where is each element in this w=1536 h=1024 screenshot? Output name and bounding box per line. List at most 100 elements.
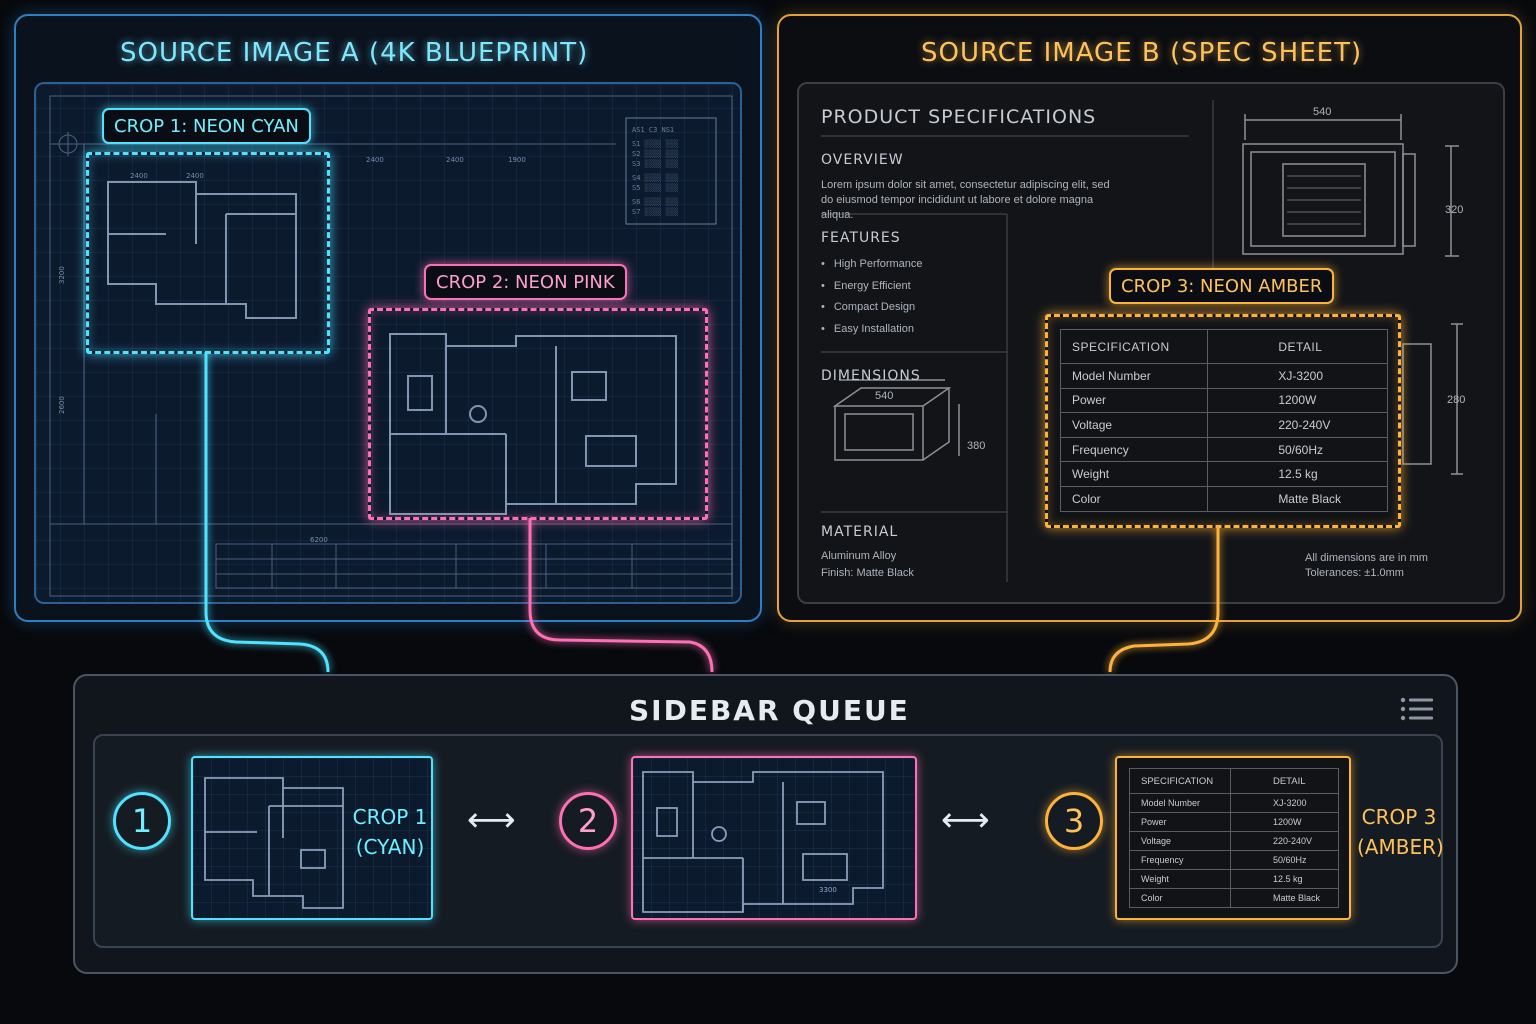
svg-text:S1 ░░░░ ░░░: S1 ░░░░ ░░░ [632, 139, 678, 148]
dimension-note-2: Tolerances: ±1.0mm [1305, 567, 1404, 579]
detail-cell: XJ-3200 [1229, 793, 1340, 813]
dimension-note-1: All dimensions are in mm [1305, 552, 1428, 564]
box-width-label: 540 [875, 390, 894, 402]
spec-cell: Color [1059, 485, 1209, 512]
feature-item: High Performance [821, 258, 923, 280]
queue-label-3-line-1: CROP 3 [1361, 805, 1437, 829]
crop-1-label: CROP 1: NEON CYAN [102, 108, 311, 144]
svg-text:S2 ░░░░ ░░░: S2 ░░░░ ░░░ [632, 149, 678, 158]
dim-label: 1900 [508, 156, 526, 164]
queue-label-1: CROP 1 (CYAN) [345, 802, 431, 862]
spec-cell: Weight [1059, 461, 1209, 487]
queue-number-1: 1 [113, 792, 171, 850]
source-image-b-title: SOURCE IMAGE B (SPEC SHEET) [921, 38, 1363, 68]
crop-3-label: CROP 3: NEON AMBER [1109, 268, 1335, 304]
queue-label-1-line-2: (CYAN) [355, 835, 425, 859]
svg-text:AS1 C3 NS1: AS1 C3 NS1 [632, 126, 674, 134]
features-heading: FEATURES [821, 230, 901, 246]
detail-cell: 1200W [1229, 812, 1340, 832]
svg-text:S3 ░░░░ ░░░: S3 ░░░░ ░░░ [632, 159, 678, 168]
spec-cell: Voltage [1129, 831, 1231, 851]
detail-cell: XJ-3200 [1207, 363, 1388, 389]
spec-cell: Power [1059, 387, 1209, 414]
spec-cell: Weight [1129, 869, 1231, 889]
spec-cell: Voltage [1059, 412, 1209, 438]
overview-heading: OVERVIEW [821, 152, 904, 168]
detail-cell: 220-240V [1207, 412, 1388, 438]
crop-2-region[interactable] [368, 308, 708, 520]
source-image-b-panel: SOURCE IMAGE B (SPEC SHEET) [777, 14, 1522, 622]
crop-2-label: CROP 2: NEON PINK [424, 264, 627, 300]
detail-cell: 1200W [1207, 387, 1388, 414]
drawing-side-height-2: 280 [1447, 394, 1466, 406]
spec-cell: Model Number [1129, 793, 1231, 813]
box-height-label: 380 [967, 440, 986, 452]
sidebar-queue-title: SIDEBAR QUEUE [629, 694, 910, 727]
drawing-side-height-1: 320 [1445, 204, 1464, 216]
material-heading: MATERIAL [821, 524, 899, 540]
spec-cell: Power [1129, 812, 1231, 832]
queue-thumb-1[interactable]: CROP 1 (CYAN) [191, 756, 433, 920]
spec-cell: Model Number [1059, 363, 1209, 389]
sidebar-queue-panel: SIDEBAR QUEUE 1 CROP 1 [73, 674, 1458, 974]
dim-label: 2400 [446, 156, 464, 164]
overview-text: Lorem ipsum dolor sit amet, consectetur … [821, 179, 1110, 221]
detail-cell: Matte Black [1207, 485, 1388, 512]
reorder-arrow-1[interactable]: ⟷ [467, 800, 516, 840]
svg-text:S7 ░░░░ ░░░: S7 ░░░░ ░░░ [632, 207, 678, 216]
svg-text:S6 ░░░░ ░░░: S6 ░░░░ ░░░ [632, 197, 678, 206]
material-line-2: Finish: Matte Black [821, 567, 914, 579]
crop-1-region[interactable] [86, 152, 330, 354]
queue-number-2: 2 [559, 792, 617, 850]
detail-cell: 12.5 kg [1207, 461, 1388, 487]
dim-label: 2400 [186, 172, 204, 180]
blueprint-image[interactable]: AS1 C3 NS1 S1 ░░░░ ░░░ S2 ░░░░ ░░░ S3 ░░… [34, 82, 742, 604]
source-image-a-title: SOURCE IMAGE A (4K BLUEPRINT) [120, 38, 589, 68]
spec-cell: Frequency [1129, 850, 1231, 870]
svg-text:S4 ░░░░ ░░░: S4 ░░░░ ░░░ [632, 173, 678, 182]
thumb-2-floorplan [642, 771, 884, 913]
detail-col-header: DETAIL [1229, 768, 1340, 794]
material-line-1: Aluminum Alloy [821, 550, 897, 562]
spec-col-header: SPECIFICATION [1129, 768, 1231, 794]
detail-col-header: DETAIL [1207, 329, 1388, 364]
feature-item: Easy Installation [821, 323, 923, 345]
dim-label: 6200 [310, 536, 328, 544]
queue-number-3: 3 [1045, 792, 1103, 850]
spec-sheet-lines [821, 100, 1463, 582]
detail-cell: 50/60Hz [1207, 436, 1388, 463]
source-image-a-panel: SOURCE IMAGE A (4K BLUEPRINT) AS1 C3 NS1… [14, 14, 762, 622]
queue-label-3: CROP 3 (AMBER) [1357, 802, 1444, 862]
features-list: High Performance Energy Efficient Compac… [821, 258, 923, 344]
queue-thumb-2[interactable]: 3300 [631, 756, 917, 920]
queue-list: 1 CROP 1 (CYAN) ⟷ 2 [93, 734, 1444, 948]
dimensions-heading: DIMENSIONS [821, 368, 921, 384]
dim-label: 2600 [58, 396, 66, 414]
dim-label: 2400 [366, 156, 384, 164]
spec-cell: Color [1129, 888, 1231, 908]
list-icon[interactable] [1400, 696, 1434, 722]
feature-item: Compact Design [821, 301, 923, 323]
thumb-1-floorplan [204, 777, 344, 909]
drawing-top-width: 540 [1313, 106, 1332, 118]
dim-label: 3200 [58, 266, 66, 284]
detail-cell: 220-240V [1229, 831, 1340, 851]
detail-cell: 50/60Hz [1229, 850, 1340, 870]
reorder-arrow-2[interactable]: ⟷ [941, 800, 990, 840]
detail-cell: 12.5 kg [1229, 869, 1340, 889]
